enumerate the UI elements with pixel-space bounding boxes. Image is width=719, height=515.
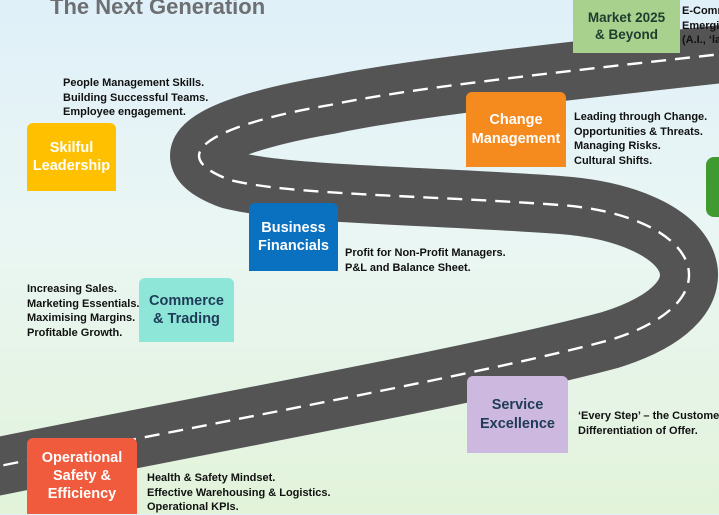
business-financials-box: Business Financials [249,203,338,271]
operational-safety-box: Operational Safety & Efficiency [27,438,137,514]
market-notes: E-Comm Emergin (A.I., ‘la [682,4,719,48]
commerce-note: Increasing Sales. [27,283,117,295]
skilful-note: People Management Skills. [63,77,205,89]
commerce-note: Profitable Growth. [27,326,123,339]
change-note: Managing Risks. [574,140,661,152]
change-note: Opportunities & Threats. [574,125,703,138]
operational-notes: Health & Safety Mindset. Effective Wareh… [147,471,331,515]
change-management-box: Change Management [466,92,566,167]
commerce-note: Maximising Margins. [27,312,136,324]
commerce-notes: Increasing Sales. Marketing Essentials. … [27,282,140,340]
commerce-note: Marketing Essentials. [27,297,140,310]
change-note: Leading through Change. [574,111,708,123]
operational-safety-label: Operational Safety & Efficiency [41,449,123,503]
commerce-trading-label: Commerce & Trading [149,292,224,327]
service-note: ‘Every Step’ – the Customer J [578,410,719,422]
change-note: Cultural Shifts. [574,154,653,167]
service-notes: ‘Every Step’ – the Customer J Differenti… [578,409,719,438]
financials-note: Profit for Non-Profit Managers. [345,247,506,259]
business-financials-label: Business Financials [258,219,329,254]
change-management-label: Change Management [471,112,561,147]
operational-note: Health & Safety Mindset. [147,472,276,484]
financials-note: P&L and Balance Sheet. [345,261,471,274]
service-excellence-box: Service Excellence [467,376,568,453]
page-title: The Next Generation [50,0,266,19]
service-excellence-label: Service Excellence [480,397,555,432]
skilful-notes: People Management Skills. Building Succe… [63,76,208,120]
market-note: E-Comm [682,5,719,17]
financials-notes: Profit for Non-Profit Managers. P&L and … [345,246,506,275]
operational-note: Operational KPIs. [147,501,239,513]
green-edge-card [706,157,719,217]
market-note: (A.I., ‘la [682,34,719,46]
operational-note: Effective Warehousing & Logistics. [147,486,331,499]
skilful-leadership-box: Skilful Leadership [27,123,116,191]
market-2025-box: Market 2025 & Beyond [573,0,680,53]
change-notes: Leading through Change. Opportunities & … [574,110,707,168]
road-centre-line [0,53,719,468]
skilful-note: Employee engagement. [63,106,186,118]
commerce-trading-box: Commerce & Trading [139,278,234,342]
skilful-note: Building Successful Teams. [63,91,209,104]
service-note: Differentiation of Offer. [578,424,698,437]
skilful-leadership-label: Skilful Leadership [32,139,111,174]
market-note: Emergin [682,19,719,32]
market-2025-label: Market 2025 & Beyond [587,9,666,42]
